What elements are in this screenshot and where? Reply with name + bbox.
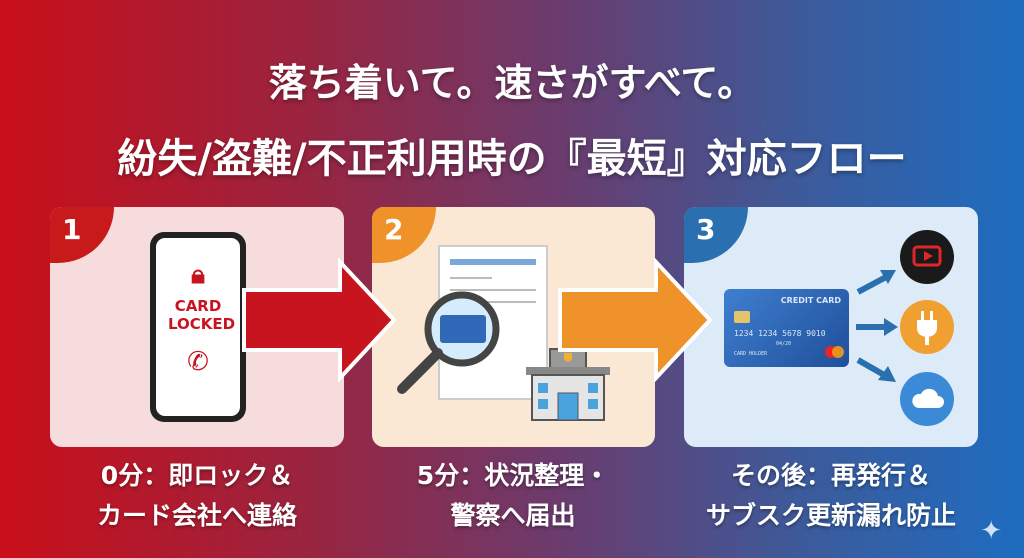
step-2-badge: 2 (372, 207, 436, 263)
phone-call-icon: ✆ (187, 347, 209, 377)
card-title: CREDIT CARD (780, 296, 841, 305)
headline: 落ち着いて。速さがすべて。 (268, 61, 756, 105)
step-3-badge: 3 (684, 207, 748, 263)
credit-card-icon: CREDIT CARD 1234 1234 5678 9010 04/20 CA… (724, 289, 849, 367)
sparkle-icon: ✦ (980, 516, 1002, 546)
power-plug-icon (900, 300, 954, 354)
smartphone-icon: 🔒︎ CARD LOCKED ✆ (150, 232, 246, 422)
cloud-icon (900, 372, 954, 426)
step-3-card: 3 CREDIT CARD 1234 1234 5678 9010 04/20 … (684, 207, 978, 447)
video-streaming-icon (900, 230, 954, 284)
card-locked-text: CARD LOCKED (168, 297, 236, 333)
card-number: 1234 1234 5678 9010 (734, 329, 826, 338)
card-holder: CARD HOLDER (734, 351, 768, 357)
card-expiry: 04/20 (776, 341, 792, 347)
arrow-step2-to-step3 (558, 258, 713, 383)
main-title: 紛失/盗難/不正利用時の『最短』対応フロー (117, 136, 907, 182)
step-1-badge: 1 (50, 207, 114, 263)
distribution-arrows (856, 270, 898, 382)
magnifier-icon (397, 291, 500, 394)
arrow-step1-to-step2 (242, 258, 397, 383)
police-station-icon (526, 348, 610, 421)
step-3-caption: その後：再発行＆サブスク更新漏れ防止 (705, 461, 956, 530)
lock-icon: 🔒︎ (191, 260, 205, 290)
step-2-caption: 5分：状況整理・警察へ届出 (416, 461, 610, 530)
step-1-caption: 0分：即ロック＆カード会社へ連絡 (96, 461, 297, 530)
